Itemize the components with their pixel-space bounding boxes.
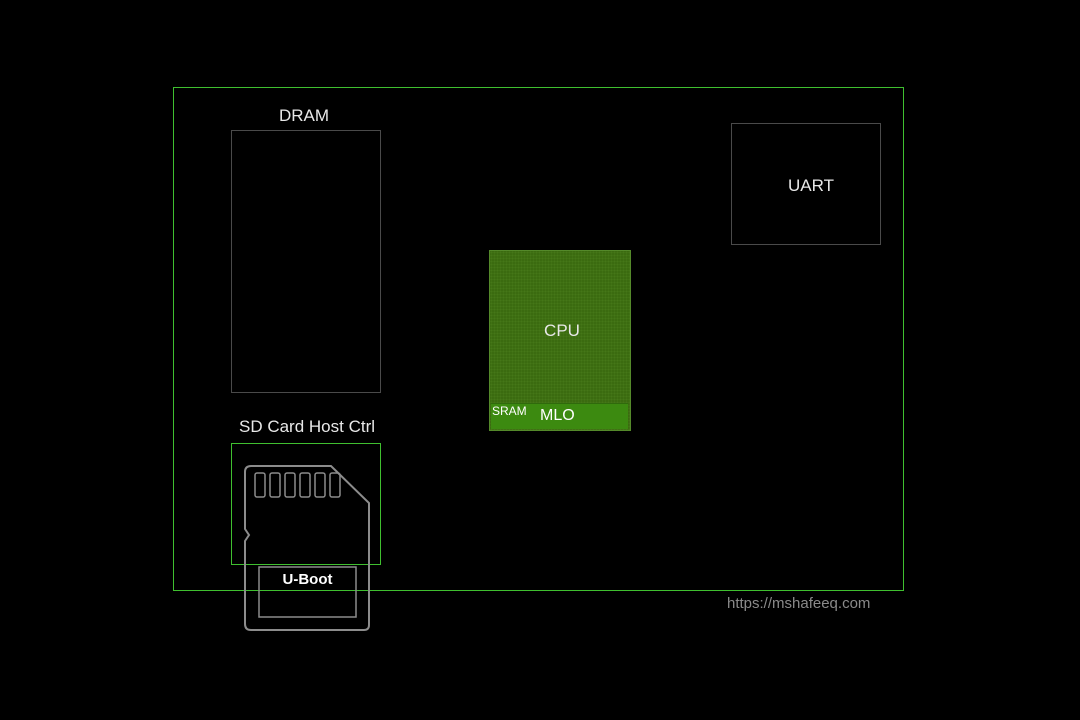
sd-host-controller-block xyxy=(231,443,381,565)
sram-label: SRAM xyxy=(492,404,527,418)
uart-block xyxy=(731,123,881,245)
dram-block xyxy=(231,130,381,393)
board-outline xyxy=(173,87,904,591)
mlo-label: MLO xyxy=(540,407,575,424)
uart-label: UART xyxy=(788,176,834,195)
uboot-label: U-Boot xyxy=(282,571,333,588)
cpu-block xyxy=(489,250,631,431)
cpu-label: CPU xyxy=(544,321,580,340)
dram-label: DRAM xyxy=(278,106,330,125)
sd-card-icon xyxy=(241,463,373,638)
watermark-url: https://mshafeeq.com xyxy=(727,595,871,612)
sd-host-label: SD Card Host Ctrl xyxy=(238,417,376,436)
sram-block xyxy=(491,403,628,429)
